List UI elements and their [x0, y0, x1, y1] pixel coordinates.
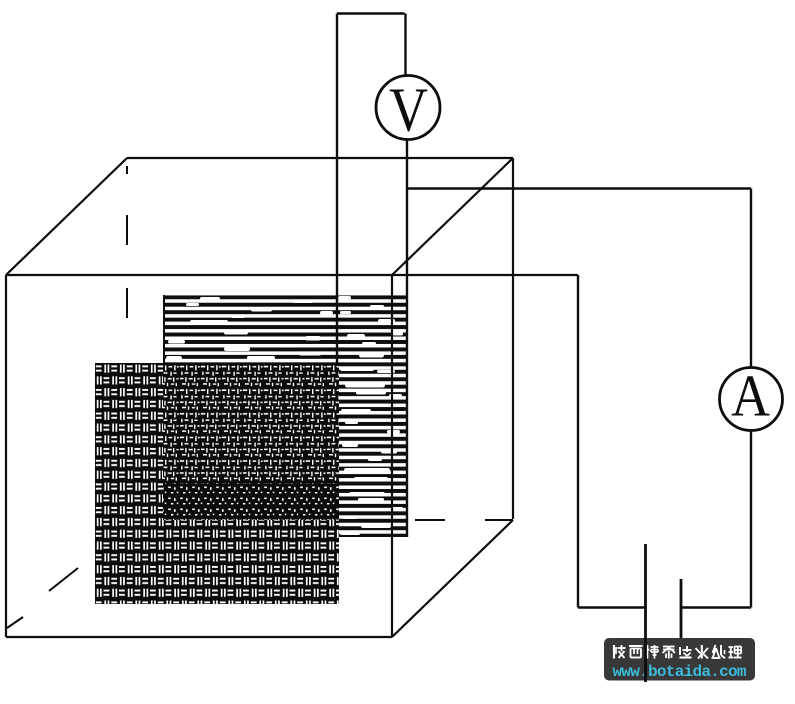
svg-text:A: A: [731, 364, 770, 429]
svg-text:V: V: [389, 75, 428, 144]
svg-text:www.botaida.com: www.botaida.com: [613, 663, 747, 681]
